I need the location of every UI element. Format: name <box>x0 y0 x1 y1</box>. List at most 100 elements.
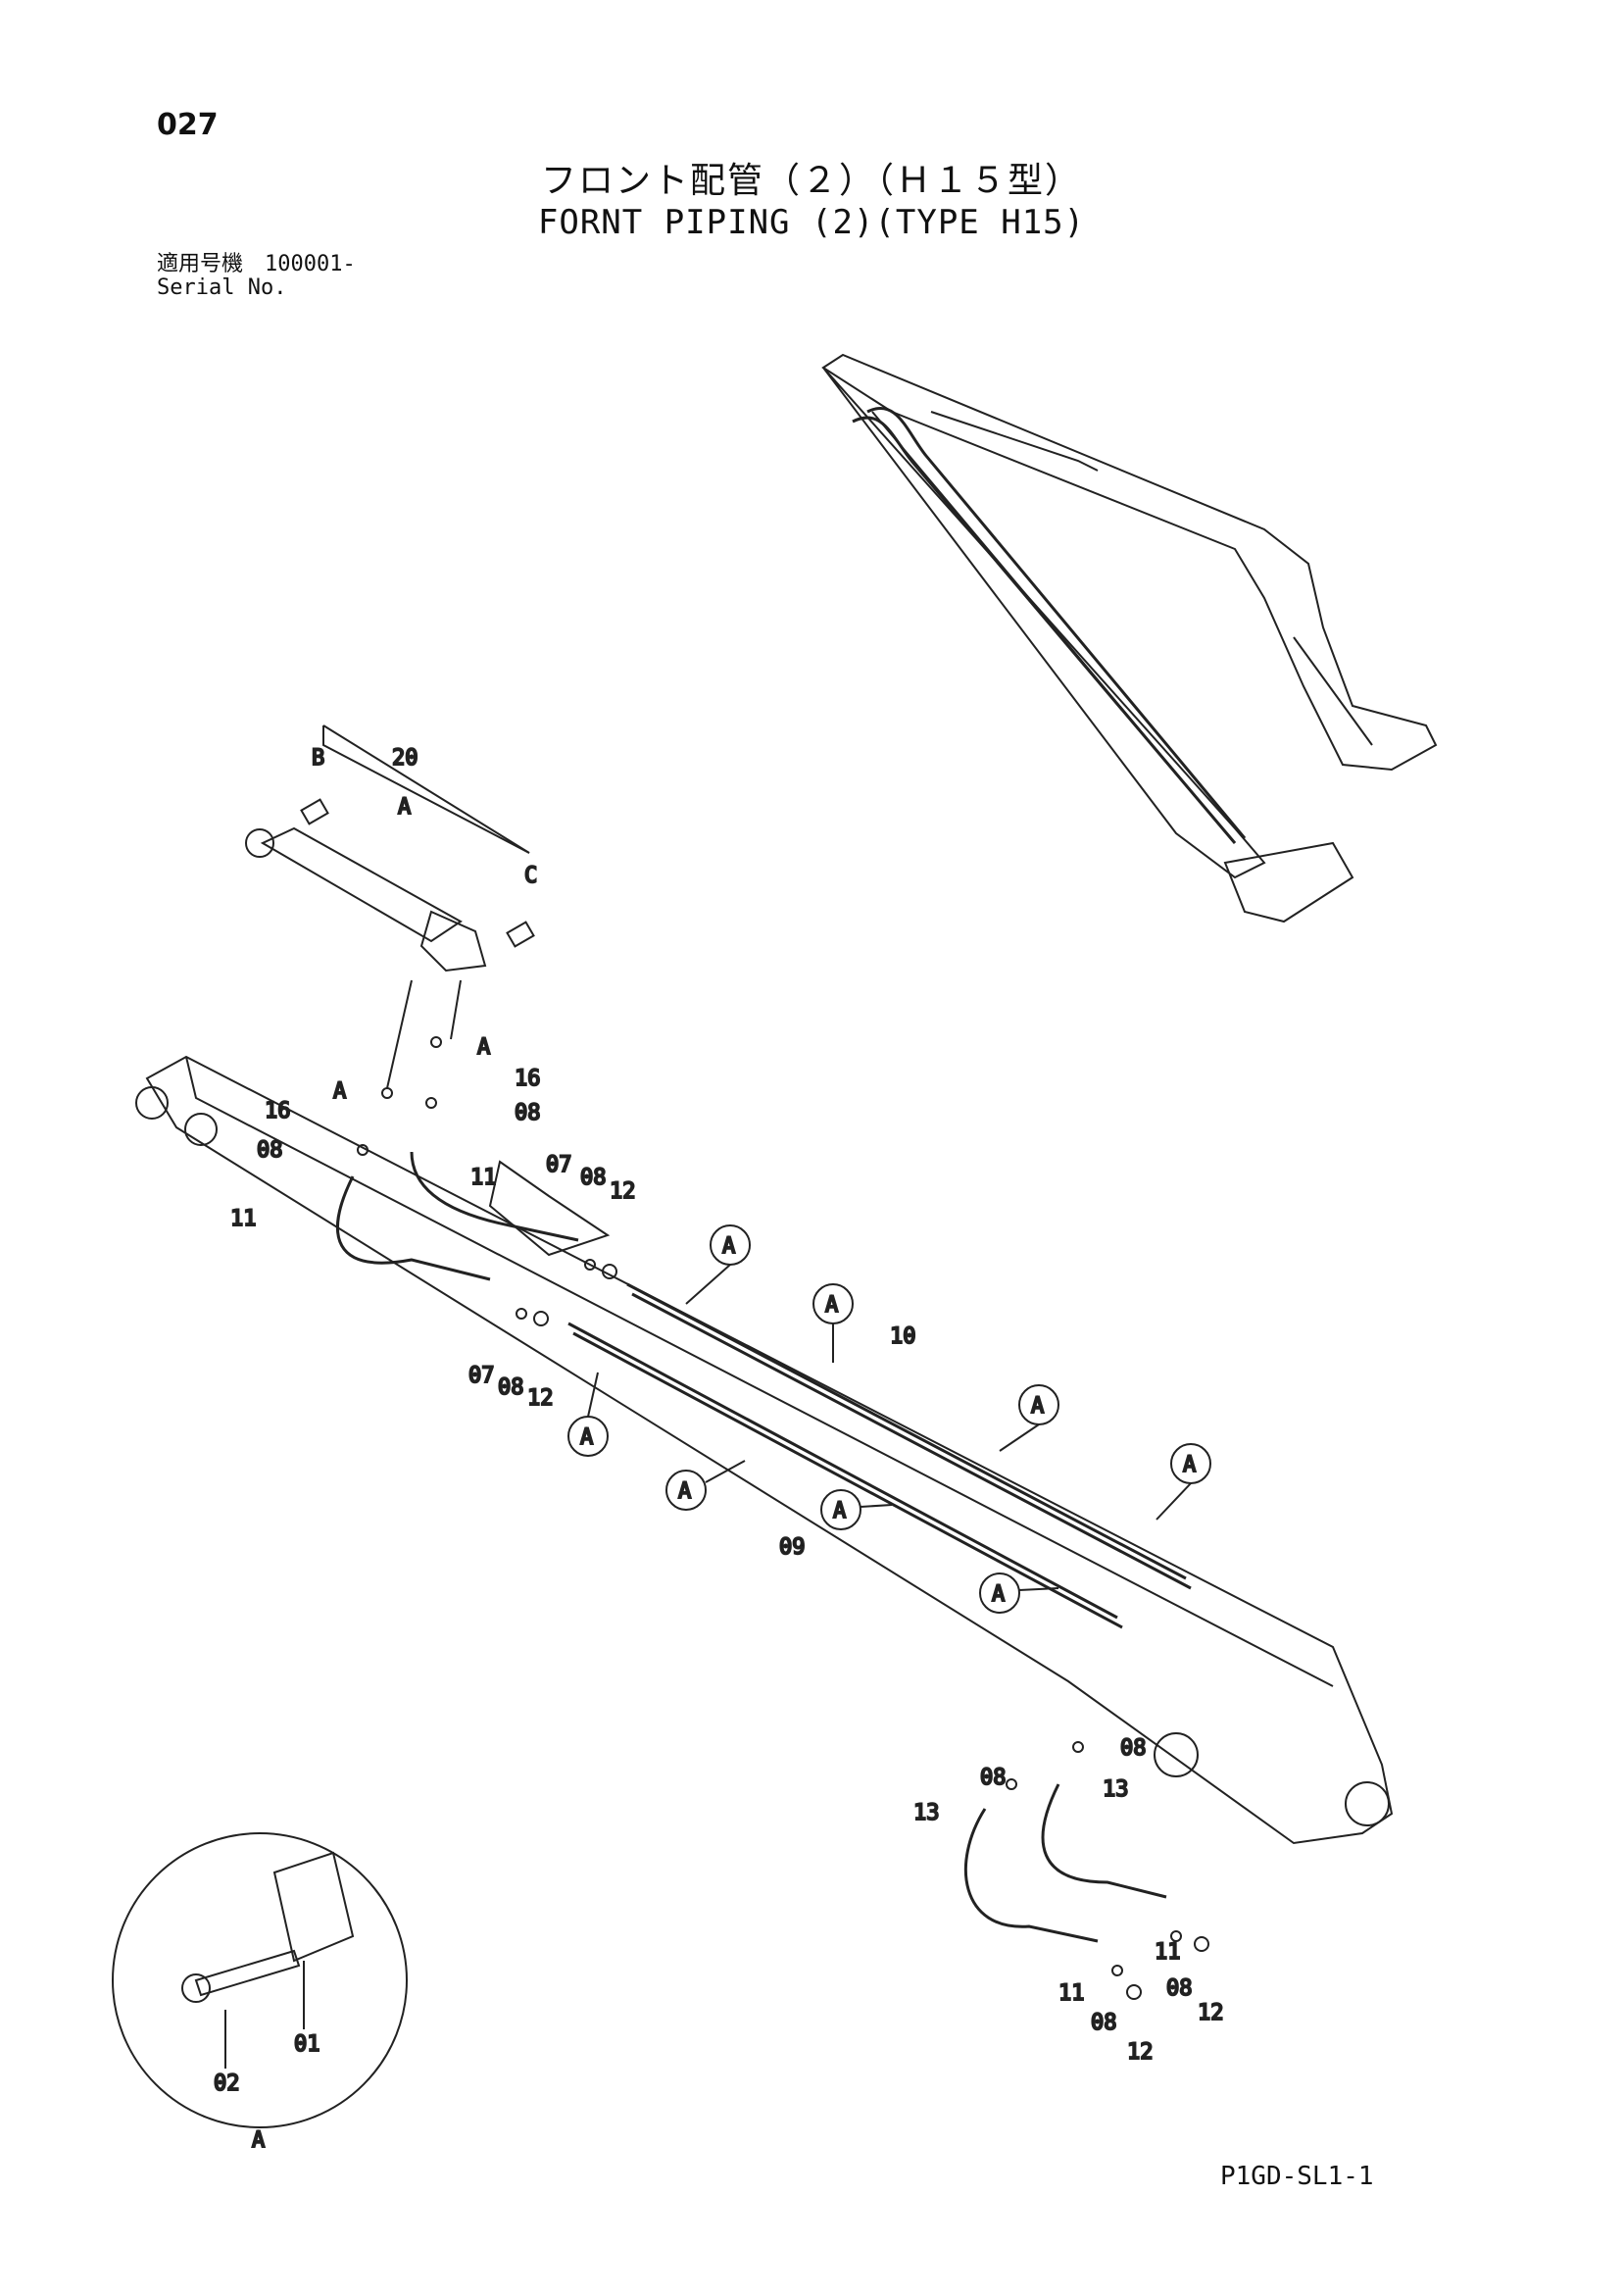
pipe-09-inner <box>572 1331 1123 1629</box>
boom-pin-hole-1 <box>135 1086 169 1120</box>
boom-body <box>135 1055 1394 1845</box>
leader-bracket-20 <box>322 725 530 854</box>
oring-08-bottom-left <box>1111 1965 1123 1976</box>
callout-16-right: 16 <box>515 1067 541 1091</box>
circle-a-6-letter: A <box>678 1479 691 1504</box>
label-a-right-fitting: A <box>477 1035 490 1060</box>
callout-12-bottom-right: 12 <box>1198 2001 1224 2025</box>
label-c: C <box>524 864 537 888</box>
fittings <box>357 1036 1209 2000</box>
leader-a-left <box>386 979 413 1089</box>
leader-a-6 <box>705 1460 746 1483</box>
oring-08-right <box>425 1097 437 1109</box>
leader-top-20 <box>322 724 530 854</box>
pipe-10-inner <box>631 1292 1192 1590</box>
oring-a-left <box>381 1087 393 1099</box>
callout-08-right: 08 <box>515 1101 541 1125</box>
callout-01: 01 <box>294 2032 320 2057</box>
oring-08-lower-left <box>1006 1778 1017 1790</box>
callout-08-lower-right: 08 <box>1120 1736 1147 1761</box>
pipe-09 <box>567 1322 1118 1620</box>
serial-value: 100001- <box>265 252 356 276</box>
leader-a-3 <box>999 1423 1040 1452</box>
serial-label-japanese: 適用号機 <box>157 252 244 276</box>
callout-20: 20 <box>392 746 418 771</box>
leader-a-1 <box>685 1264 731 1305</box>
cylinder-rod-eye <box>245 828 274 858</box>
hose-11-lower-left <box>964 1808 1099 1943</box>
callout-16-left: 16 <box>265 1099 291 1123</box>
circle-a-6 <box>665 1470 707 1511</box>
leader-a-4 <box>1156 1482 1192 1521</box>
overview-pipe-left <box>852 416 1237 844</box>
washer-12-bottom-right <box>1194 1936 1209 1952</box>
callout-09: 09 <box>779 1535 806 1560</box>
page-title-japanese: フロント配管（２）（Ｈ１５型） <box>540 161 1082 201</box>
label-a-detail: A <box>252 2128 265 2153</box>
fitting-b <box>300 798 329 825</box>
oring-08-left <box>357 1144 369 1156</box>
fitting-c <box>506 921 535 948</box>
boom-foot-line <box>1293 636 1373 746</box>
clamp-01 <box>272 1851 355 1963</box>
circle-a-8 <box>979 1572 1020 1614</box>
boom-cylinder <box>930 411 1099 472</box>
callout-02: 02 <box>214 2071 240 2096</box>
boom-outline <box>821 353 1438 772</box>
callout-13-left: 13 <box>913 1801 940 1825</box>
washer-12-low <box>533 1311 549 1326</box>
callout-08-bottom-left: 08 <box>1091 2011 1117 2035</box>
callout-08-bottom-right: 08 <box>1166 1976 1193 2001</box>
label-a-left-fitting: A <box>333 1079 346 1104</box>
circle-a-1-letter: A <box>722 1234 735 1259</box>
washer-12-mid <box>602 1264 617 1279</box>
circle-a-7 <box>820 1489 861 1530</box>
boom-cylinder-hole <box>1345 1781 1390 1826</box>
bolt-02 <box>194 1949 301 1997</box>
circle-a-3-letter: A <box>1031 1394 1044 1419</box>
callout-08-bottom: 08 <box>498 1375 524 1400</box>
callout-11-right: 11 <box>470 1166 497 1190</box>
overview-pipe-right <box>866 406 1247 839</box>
cylinder-head <box>419 910 487 973</box>
boom-pin-hole-2 <box>184 1113 218 1146</box>
oring-08-bottom-right <box>1170 1930 1182 1942</box>
detail-circle <box>112 1832 408 2128</box>
circle-a-7-letter: A <box>833 1499 846 1523</box>
bolt-head-02 <box>181 1973 211 2003</box>
page-title-english: FORNT PIPING (2)(TYPE H15) <box>537 203 1086 242</box>
circle-a-4-letter: A <box>1183 1453 1196 1477</box>
label-a-top: A <box>398 795 411 820</box>
circle-a-8-letter: A <box>992 1582 1005 1607</box>
callout-12-bottom-left: 12 <box>1127 2040 1154 2065</box>
detail-a <box>112 1832 408 2128</box>
boom-pipes <box>336 1151 1192 1943</box>
letter-labels: B A C A A A <box>251 745 538 2154</box>
oring-08-mid <box>584 1259 596 1271</box>
page-number: 027 <box>157 108 219 142</box>
callout-08-left: 08 <box>257 1138 283 1163</box>
callout-07-top: 07 <box>546 1153 572 1177</box>
hose-11-left <box>336 1175 491 1281</box>
front-attachment-overview <box>821 353 1438 923</box>
oring-08-lower-right <box>1072 1741 1084 1753</box>
hose-11-right <box>410 1151 579 1242</box>
oring-08-low <box>516 1308 527 1320</box>
oring-a-right <box>430 1036 442 1048</box>
circled-a-markers <box>567 1224 1211 1614</box>
callout-08-lower-left: 08 <box>980 1766 1007 1790</box>
part-callouts: 20 16 16 08 08 11 11 07 08 12 07 08 12 1… <box>213 745 1225 2097</box>
label-b: B <box>312 746 324 771</box>
callout-13-right: 13 <box>1103 1777 1129 1802</box>
callout-12-bottom: 12 <box>527 1386 554 1411</box>
callout-10: 10 <box>890 1324 916 1349</box>
boom-top-edge <box>185 1056 1334 1687</box>
leader-a-7 <box>860 1504 893 1508</box>
callout-11-lower-right: 11 <box>1155 1940 1181 1965</box>
bucket <box>1223 841 1354 923</box>
circled-a-letters: A A A A A A A A <box>579 1233 1197 1608</box>
callout-07-bottom: 07 <box>468 1364 495 1388</box>
leader-a-8 <box>1018 1587 1059 1591</box>
hose-11-lower-right <box>1041 1783 1167 1899</box>
